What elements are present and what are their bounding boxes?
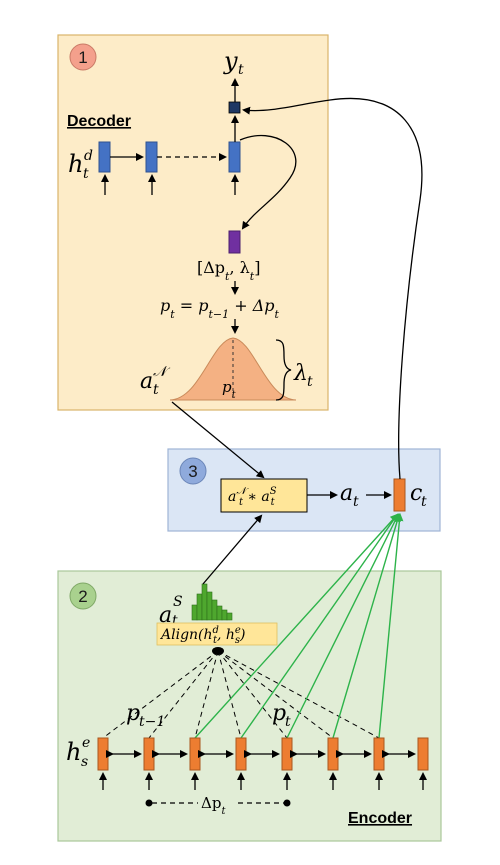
encoder-hidden-label: h xyxy=(66,738,81,766)
encoder-state-box xyxy=(373,737,385,771)
decoder-number: 1 xyxy=(78,48,87,67)
gaussian-attention-label-sub: t xyxy=(153,382,159,398)
merge-number: 3 xyxy=(188,462,197,481)
decoder-hidden-label-sub: t xyxy=(83,166,89,182)
structural-attention-label-sub: t xyxy=(172,613,178,629)
context-label-sub: t xyxy=(421,494,427,510)
structural-attention-label: a xyxy=(159,603,172,628)
delta-span-start xyxy=(145,799,153,807)
encoder-state-box xyxy=(327,737,339,771)
histogram-bar xyxy=(226,612,233,621)
attention-histogram xyxy=(191,583,233,621)
encoder-panel xyxy=(57,570,442,842)
decoder-hidden-label-sup: d xyxy=(84,148,93,164)
context-label: c xyxy=(410,481,422,506)
position-update-rule: pt = pt−1 + Δpt xyxy=(160,296,280,321)
output-label-sub: t xyxy=(238,62,244,78)
delta-span-label: Δpt xyxy=(201,794,226,817)
previous-position-label: p xyxy=(126,701,140,726)
encoder-number-circle xyxy=(69,582,97,610)
encoder-state-box xyxy=(189,737,201,771)
context-vector-box xyxy=(393,478,406,512)
decoder-hidden-label: h xyxy=(68,150,83,178)
encoder-state-box xyxy=(143,737,155,771)
encoder-hidden-label-sup: e xyxy=(82,735,90,751)
structural-attention-label-sup: S xyxy=(173,594,183,610)
encoder-state-box xyxy=(417,737,429,771)
encoder-title: Encoder xyxy=(348,810,412,827)
delta-param-box xyxy=(228,230,241,254)
encoder-state-box xyxy=(235,737,247,771)
merge-number-circle xyxy=(179,457,207,485)
final-alignment-label: a xyxy=(340,481,353,506)
encoder-hidden-label-sub: s xyxy=(81,754,88,770)
histogram-bar xyxy=(196,593,203,621)
width-label: λ xyxy=(293,361,308,386)
decoder-state-box xyxy=(145,141,158,173)
histogram-bar xyxy=(211,599,218,621)
final-alignment-label-sub: t xyxy=(353,494,359,510)
histogram-bar xyxy=(216,605,223,621)
histogram-bar xyxy=(201,583,208,621)
context-green-lines xyxy=(194,513,404,739)
width-brace xyxy=(275,339,292,401)
output-node-box xyxy=(228,101,241,114)
encoder-state-box xyxy=(97,737,109,771)
product-box xyxy=(220,478,308,513)
gaussian-to-product-arrow xyxy=(171,401,265,479)
histogram-bar xyxy=(206,591,213,621)
structural-to-product-arrow xyxy=(202,514,263,585)
decoder-to-delta-arrow xyxy=(239,134,297,230)
encoder-states xyxy=(97,737,429,771)
decoder-panel xyxy=(57,34,329,411)
align-function-box xyxy=(156,622,278,646)
delta-param-label: [Δpt, λt] xyxy=(197,258,260,283)
histogram-bar xyxy=(191,604,198,621)
gaussian-attention-label: a xyxy=(140,369,153,394)
encoder-state-box xyxy=(281,737,293,771)
align-dashed-lines xyxy=(102,650,380,739)
current-position-label-sub: t xyxy=(285,714,291,730)
previous-position-label-sub: t−1 xyxy=(139,714,165,730)
histogram-bar xyxy=(221,609,228,621)
decoder-state-box xyxy=(228,141,241,173)
encoder-input-arrows xyxy=(99,772,427,790)
encoder-number: 2 xyxy=(78,587,87,606)
decoder-number-circle xyxy=(69,43,97,71)
gaussian-center-label: pt xyxy=(222,378,237,401)
decoder-title: Decoder xyxy=(67,113,131,130)
context-feedback-arrow xyxy=(242,97,423,480)
current-position-label: p xyxy=(272,701,286,726)
decoder-state-box xyxy=(98,141,111,173)
output-label: y xyxy=(223,47,238,75)
delta-span-end xyxy=(283,799,291,807)
gaussian-curve xyxy=(169,337,297,401)
width-label-sub: t xyxy=(307,374,313,390)
